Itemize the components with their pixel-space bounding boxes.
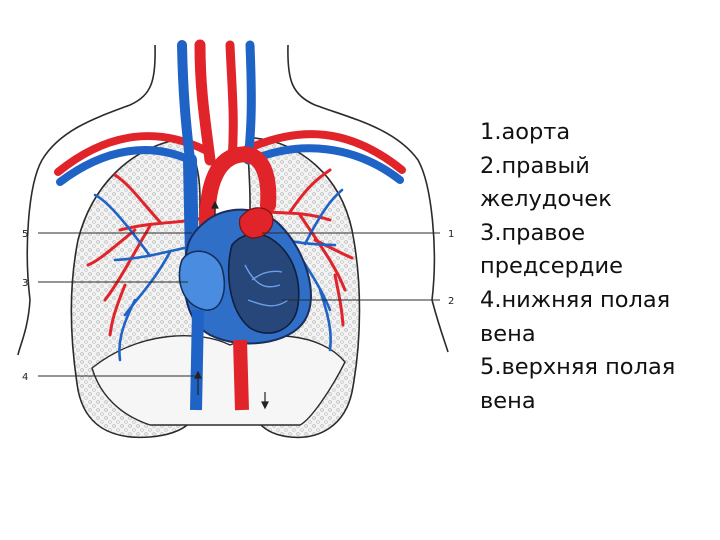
callout-4: 4	[22, 372, 28, 383]
legend-line-7: вена	[480, 320, 536, 347]
legend-line-4: 3.правое	[480, 219, 586, 246]
heart	[178, 207, 312, 345]
callout-2: 2	[448, 296, 454, 307]
legend-line-2: 2.правый	[480, 152, 590, 179]
aortic-arch	[199, 146, 277, 243]
flow-arrows	[194, 200, 269, 410]
leader-lines	[38, 232, 440, 377]
legend-line-9: вена	[480, 387, 536, 414]
legend-line-3: желудочек	[480, 186, 612, 213]
lower-vessels	[190, 309, 249, 411]
legend-line-1: 1.аорта	[480, 119, 571, 145]
callout-1: 1	[448, 229, 454, 240]
legend-line-5: предсердие	[480, 253, 623, 280]
legend-line-6: 4.нижняя полая	[480, 286, 671, 313]
pulmonary-arteries	[86, 168, 354, 337]
callout-5: 5	[22, 229, 28, 240]
callout-3: 3	[22, 278, 28, 289]
great-vessels	[54, 39, 406, 186]
legend-line-8: 5.верхняя полая	[480, 354, 676, 381]
diaphragm	[91, 334, 346, 426]
legend: 1.аорта 2.правый желудочек 3.правое пред…	[480, 116, 710, 418]
torso-outline	[17, 44, 449, 356]
